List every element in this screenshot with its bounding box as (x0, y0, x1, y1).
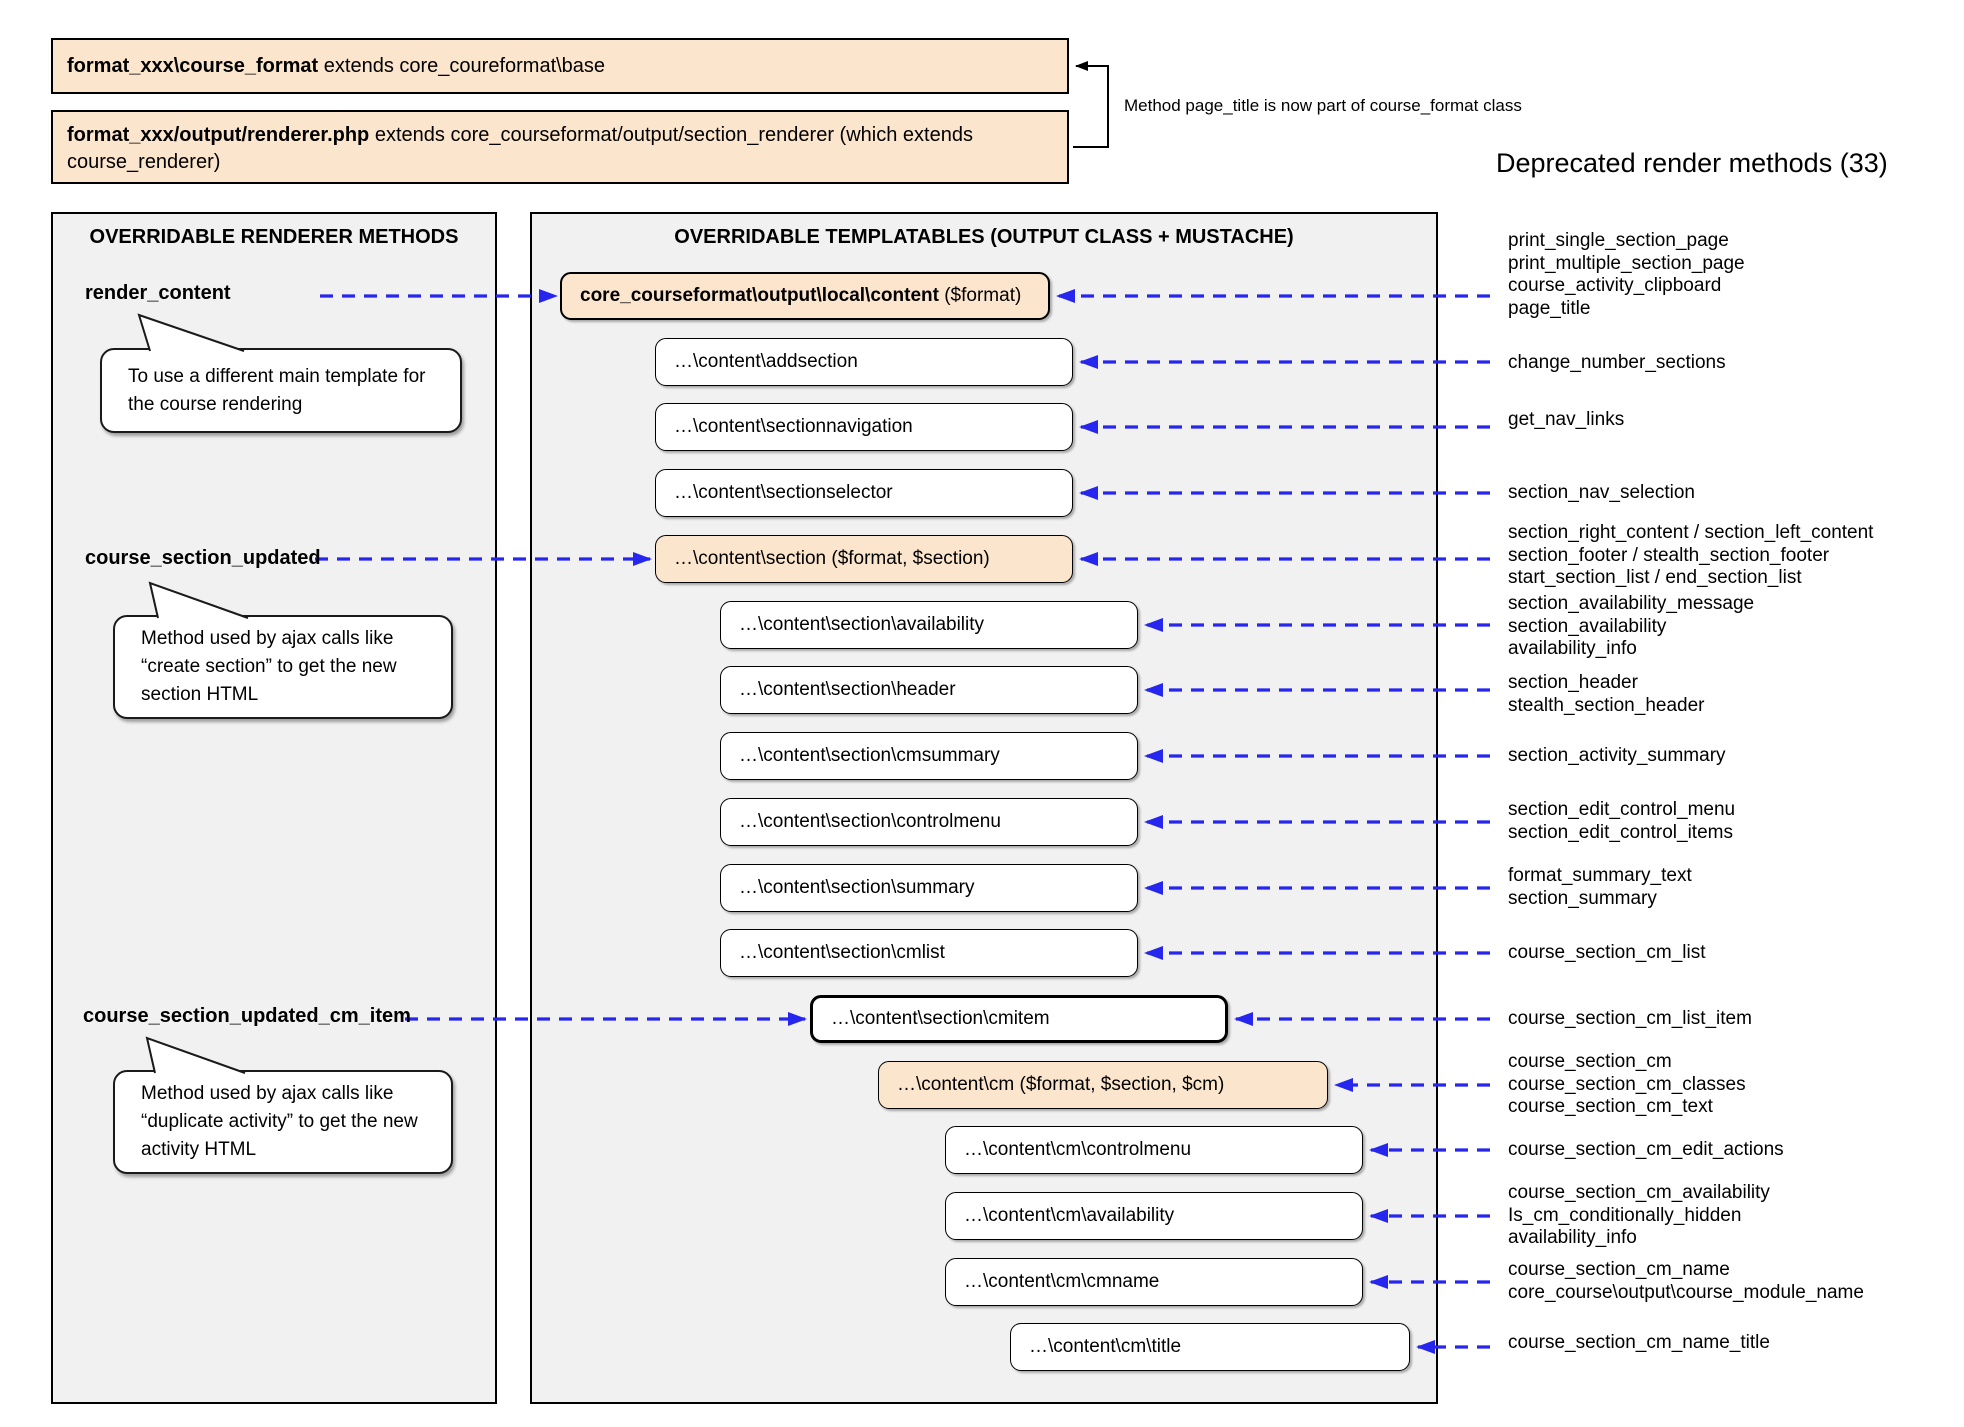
deprecated-method: page_title (1508, 297, 1591, 319)
speech-bubble-tail (145, 1036, 246, 1074)
deprecated-method: print_single_section_page (1508, 230, 1729, 251)
templatable-cm-box: …\content\cm ($format, $section, $cm) (878, 1061, 1328, 1109)
deprecated-method: get_nav_links (1508, 409, 1625, 430)
deprecated-group-section-summary: format_summary_text section_summary (1508, 865, 1692, 910)
deprecated-method: stealth_section_header (1508, 694, 1705, 716)
deprecated-method: course_section_cm_text (1508, 1096, 1713, 1117)
renderer-panel-title: OVERRIDABLE RENDERER METHODS (89, 226, 459, 248)
templatable-section-summary-box: …\content\section\summary (720, 864, 1138, 912)
deprecated-method: course_section_cm (1508, 1051, 1672, 1072)
deprecated-title: Deprecated render methods (33) (1496, 148, 1888, 178)
deprecated-method: core_course\output\course_module_name (1508, 1281, 1864, 1303)
deprecated-method: section_footer / stealth_section_footer (1508, 544, 1830, 566)
templatable-section-controlmenu-box: …\content\section\controlmenu (720, 798, 1138, 846)
deprecated-group-section-cmsummary: section_activity_summary (1508, 745, 1726, 768)
templatable-cm-title-box: …\content\cm\title (1010, 1323, 1410, 1371)
callout-course-section-updated: Method used by ajax calls like “create s… (113, 615, 453, 719)
bracket-connector (1073, 61, 1109, 148)
deprecated-group-section-header: section_header stealth_section_header (1508, 672, 1704, 717)
templatable-section-header-box: …\content\section\header (720, 666, 1138, 714)
templatable-sectionselector-box: …\content\sectionselector (655, 469, 1073, 517)
speech-bubble-tail (137, 313, 245, 352)
deprecated-group-cm: course_section_cm course_section_cm_clas… (1508, 1051, 1746, 1119)
deprecated-method: section_activity_summary (1508, 745, 1726, 766)
templatable-cm-cmname-box: …\content\cm\cmname (945, 1258, 1363, 1306)
deprecated-method: section_edit_control_menu (1508, 799, 1736, 820)
deprecated-method: section_right_content / section_left_con… (1508, 522, 1874, 543)
deprecated-group-cm-title: course_section_cm_name_title (1508, 1332, 1770, 1355)
templatable-sectionnavigation-box: …\content\sectionnavigation (655, 403, 1073, 451)
deprecated-group-section-cmitem: course_section_cm_list_item (1508, 1008, 1752, 1031)
templatable-section-cmsummary-box: …\content\section\cmsummary (720, 732, 1138, 780)
deprecated-method: print_multiple_section_page (1508, 252, 1745, 274)
callout-course-section-updated-cm-item: Method used by ajax calls like “duplicat… (113, 1070, 453, 1174)
deprecated-group-cm-cmname: course_section_cm_name core_course\outpu… (1508, 1259, 1864, 1304)
deprecated-method: course_section_cm_availability (1508, 1182, 1770, 1203)
deprecated-method: section_availability_message (1508, 593, 1755, 614)
deprecated-group-section-controlmenu: section_edit_control_menu section_edit_c… (1508, 799, 1735, 844)
deprecated-group-cm-availability: course_section_cm_availability Is_cm_con… (1508, 1182, 1770, 1250)
deprecated-method: section_header (1508, 672, 1638, 693)
deprecated-method: start_section_list / end_section_list (1508, 567, 1802, 588)
deprecated-group-sectionnavigation: get_nav_links (1508, 409, 1624, 432)
renderer-php-box: format_xxx/output/renderer.php extends c… (51, 110, 1069, 184)
deprecated-method: Is_cm_conditionally_hidden (1508, 1204, 1742, 1226)
deprecated-method: course_section_cm_edit_actions (1508, 1139, 1784, 1160)
deprecated-method: course_section_cm_classes (1508, 1073, 1746, 1095)
deprecated-method: availability_info (1508, 1227, 1637, 1248)
templatable-section-cmitem-box: …\content\section\cmitem (810, 995, 1228, 1043)
deprecated-method: change_number_sections (1508, 352, 1726, 373)
deprecated-method: course_section_cm_name (1508, 1259, 1730, 1280)
deprecated-method: section_summary (1508, 887, 1657, 909)
class-name-bold: format_xxx\course_format extends core_co… (67, 54, 606, 77)
templatable-cm-availability-box: …\content\cm\availability (945, 1192, 1363, 1240)
deprecated-method: section_edit_control_items (1508, 821, 1733, 843)
speech-bubble-tail (148, 581, 249, 619)
deprecated-group-section-availability: section_availability_message section_ava… (1508, 593, 1754, 661)
bracket-note: Method page_title is now part of course_… (1124, 96, 1522, 115)
method-label-render-content: render_content (85, 282, 231, 304)
templatable-section-box: …\content\section ($format, $section) (655, 535, 1073, 583)
templatable-addsection-box: …\content\addsection (655, 338, 1073, 386)
deprecated-group-addsection: change_number_sections (1508, 352, 1726, 375)
templatable-section-cmlist-box: …\content\section\cmlist (720, 929, 1138, 977)
deprecated-group-sectionselector: section_nav_selection (1508, 482, 1695, 505)
deprecated-method: section_availability (1508, 615, 1667, 637)
templatable-content-box: core_courseformat\output\local\content (… (560, 272, 1050, 320)
deprecated-group-section: section_right_content / section_left_con… (1508, 522, 1873, 590)
deprecated-method: course_section_cm_name_title (1508, 1332, 1770, 1353)
templatable-section-availability-box: …\content\section\availability (720, 601, 1138, 649)
method-label-course-section-updated-cm-item: course_section_updated_cm_item (83, 1005, 411, 1027)
deprecated-group-content: print_single_section_page print_multiple… (1508, 230, 1745, 320)
deprecated-method: course_activity_clipboard (1508, 275, 1722, 296)
course-format-class-box: format_xxx\course_format extends core_co… (51, 38, 1069, 94)
deprecated-method: format_summary_text (1508, 865, 1692, 886)
deprecated-group-cm-controlmenu: course_section_cm_edit_actions (1508, 1139, 1784, 1162)
callout-render-content: To use a different main template for the… (100, 348, 462, 433)
deprecated-method: course_section_cm_list (1508, 942, 1706, 963)
templatable-cm-controlmenu-box: …\content\cm\controlmenu (945, 1126, 1363, 1174)
deprecated-method: course_section_cm_list_item (1508, 1008, 1752, 1029)
method-label-course-section-updated: course_section_updated (85, 547, 321, 569)
deprecated-method: section_nav_selection (1508, 482, 1695, 503)
templatables-panel-title: OVERRIDABLE TEMPLATABLES (OUTPUT CLASS +… (674, 226, 1294, 248)
deprecated-method: availability_info (1508, 638, 1637, 659)
deprecated-group-section-cmlist: course_section_cm_list (1508, 942, 1705, 965)
